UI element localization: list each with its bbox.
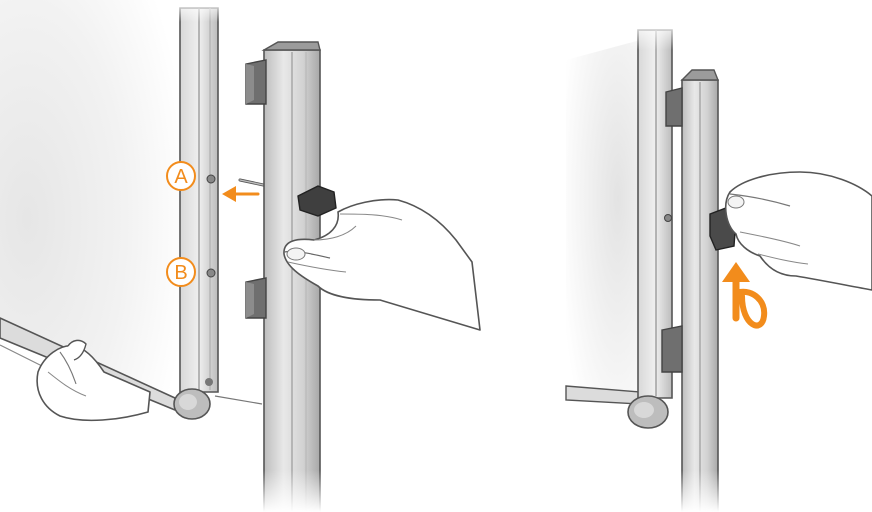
callout-b-label: B	[174, 262, 187, 284]
callout-b: B	[167, 258, 195, 286]
callout-a: A	[167, 162, 195, 190]
screw-hole-b	[207, 269, 215, 277]
callout-a-label: A	[174, 166, 188, 188]
post-bracket-bottom-right	[662, 326, 682, 372]
stand-post-right	[682, 70, 718, 512]
right-scene	[566, 20, 872, 512]
screw-hole-a	[207, 175, 215, 183]
board-panel-right	[566, 40, 640, 392]
post-bracket-top-right	[666, 88, 682, 126]
rotate-up-arrow-icon	[722, 262, 764, 326]
left-scene: A B	[0, 0, 480, 512]
arrow-left-icon	[222, 186, 258, 202]
hand-right-scene	[726, 172, 872, 290]
